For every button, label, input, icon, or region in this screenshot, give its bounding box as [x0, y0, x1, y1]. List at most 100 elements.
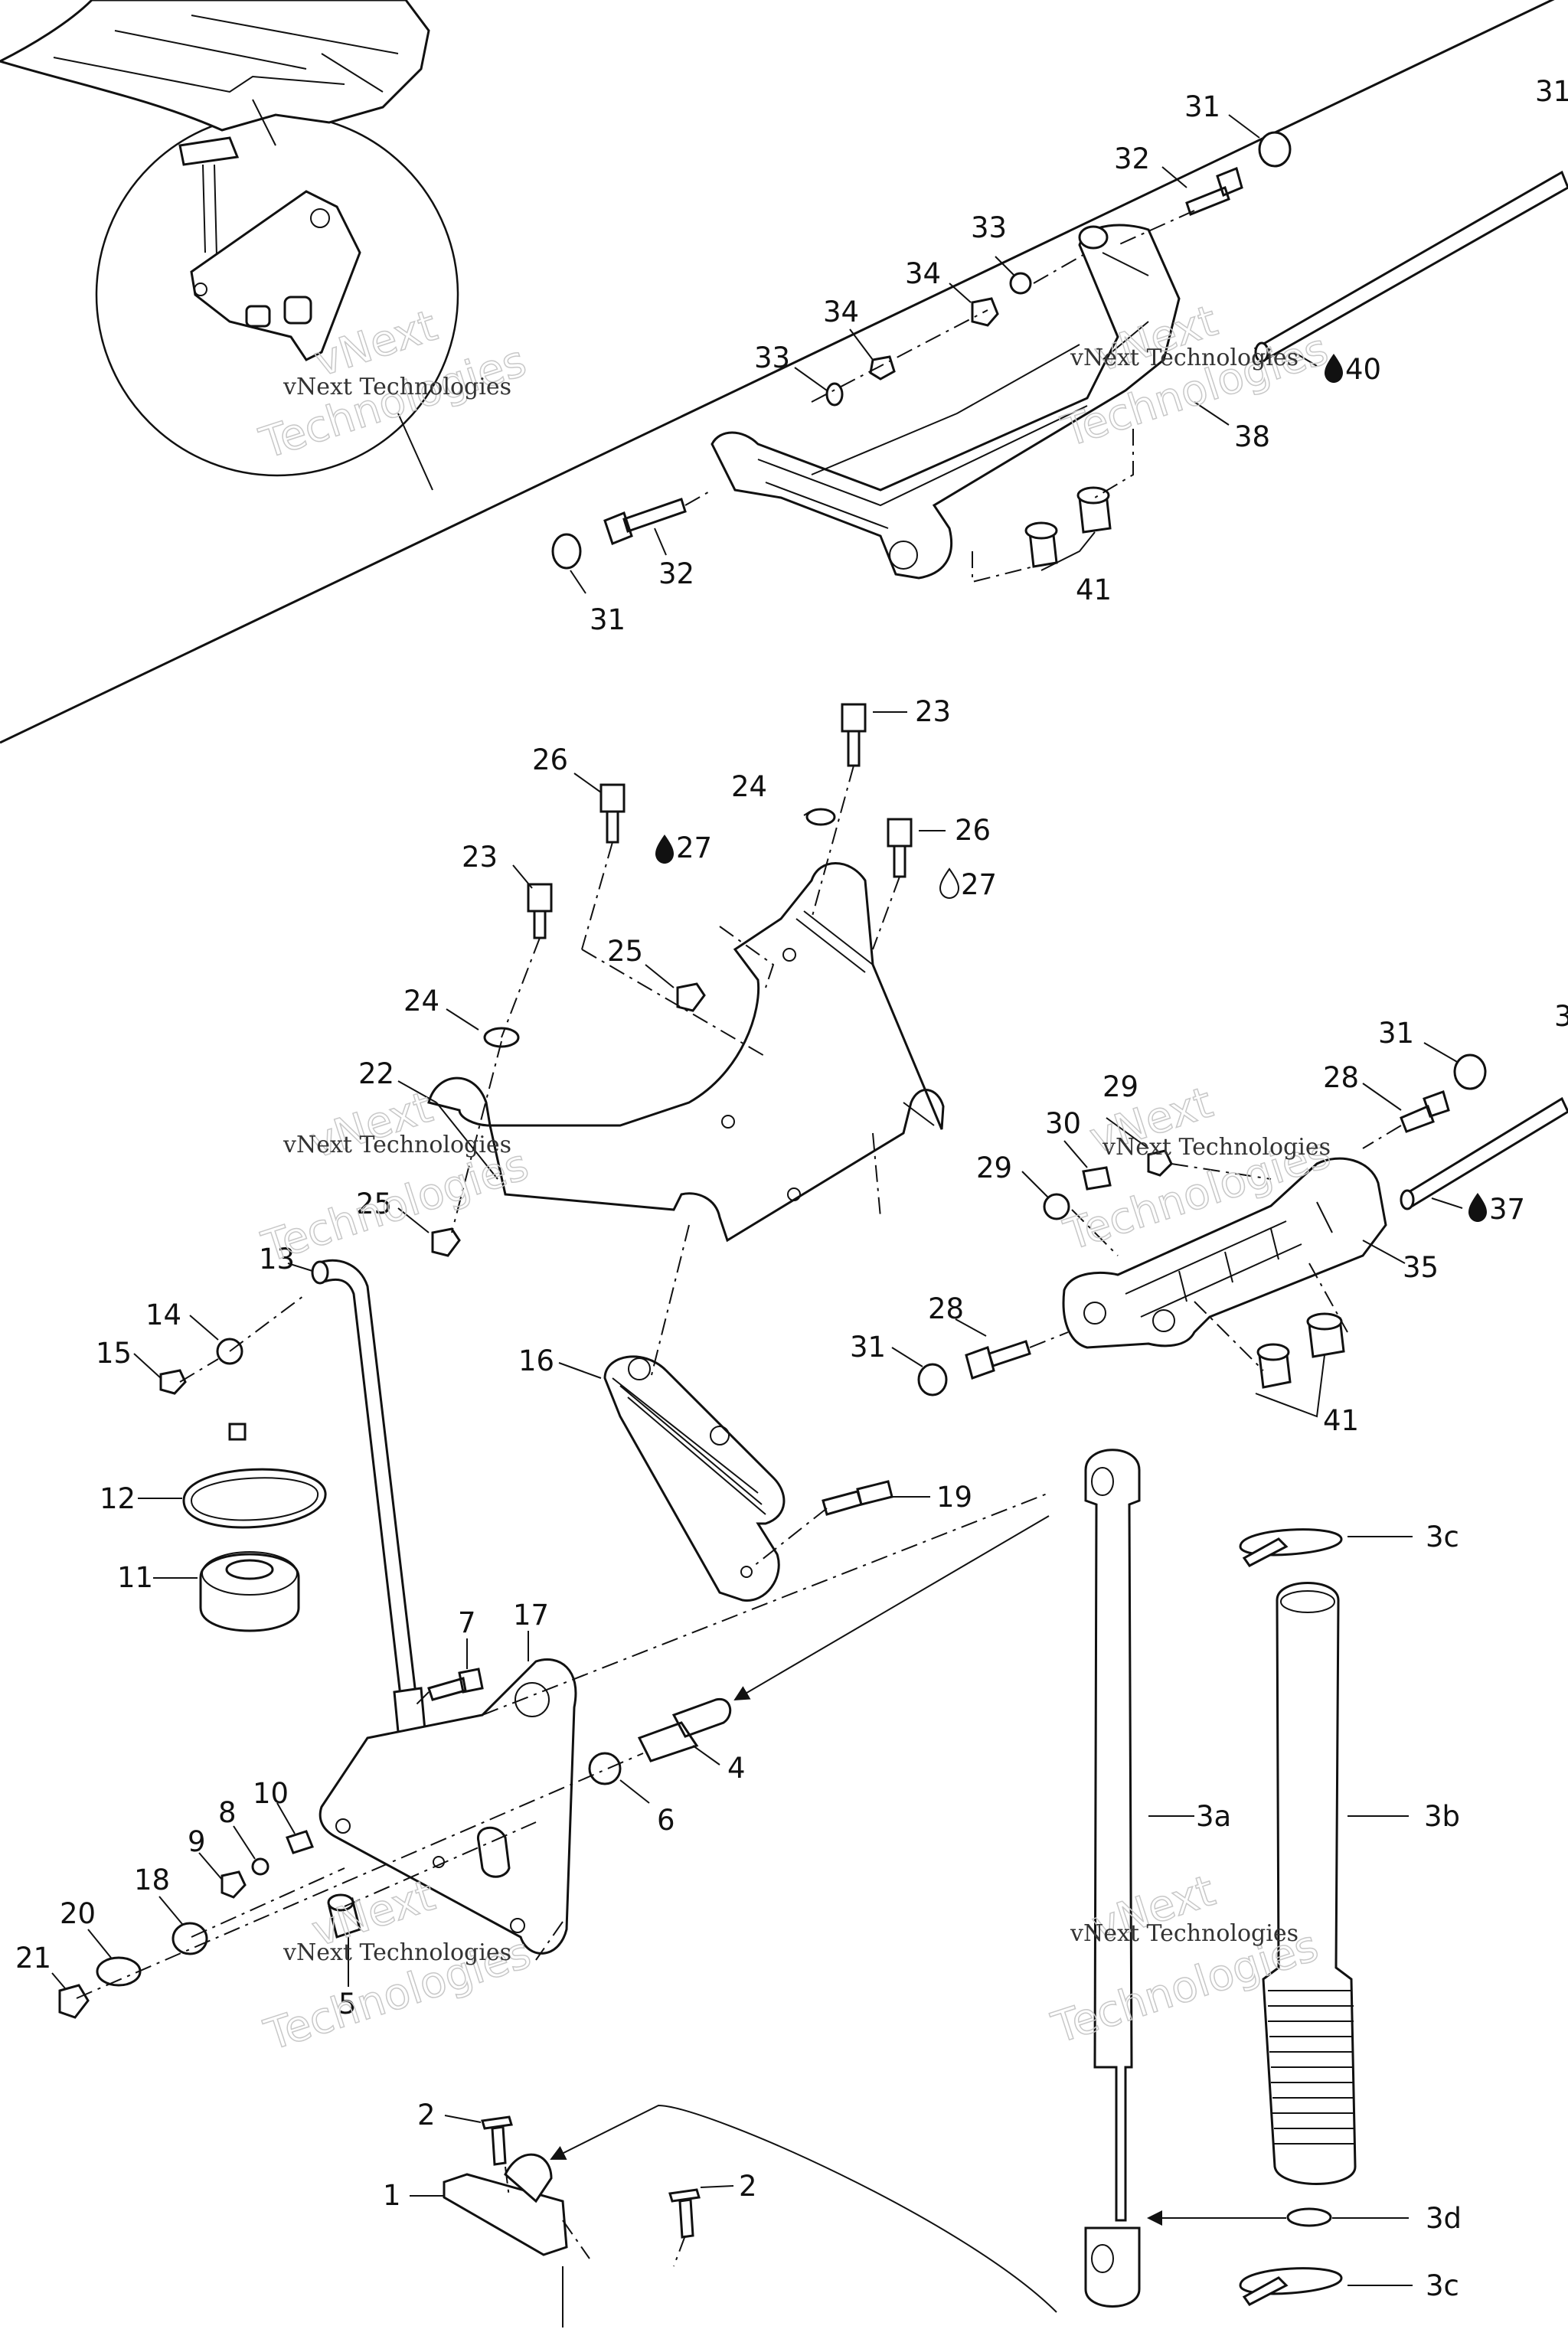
callout-25: 25 — [356, 1187, 392, 1220]
watermark-text: vNext Technologies — [283, 374, 511, 400]
callout-38: 38 — [1234, 420, 1270, 453]
watermark-text: vNext Technologies — [1070, 345, 1298, 371]
callout-34: 34 — [823, 296, 859, 328]
callout-12: 12 — [100, 1482, 136, 1515]
fastener-2-a — [481, 2115, 513, 2166]
bracket-22 — [427, 862, 945, 1243]
callout-9: 9 — [188, 1825, 206, 1858]
section-divider-line — [0, 0, 1555, 744]
callout-3c: 3c — [1426, 2269, 1459, 2302]
callout-31: 31 — [850, 1331, 886, 1364]
drop-outline-icon — [939, 867, 960, 900]
nut-25-top — [676, 982, 706, 1012]
rod-13 — [316, 1259, 419, 1710]
callout-23: 23 — [462, 841, 498, 874]
callout-16: 16 — [518, 1344, 554, 1377]
boot-3b — [1262, 1582, 1357, 2185]
cap-31-top — [1258, 131, 1292, 168]
nut-15 — [159, 1369, 187, 1395]
bolt-28-top — [1400, 1090, 1450, 1133]
callout-26: 26 — [532, 743, 568, 776]
shock-absorber-assembly — [1084, 1449, 1357, 2308]
callout-4: 4 — [727, 1752, 746, 1785]
callout-8: 8 — [218, 1796, 237, 1829]
callout-40: 40 — [1345, 353, 1381, 386]
callout-26: 26 — [955, 814, 991, 847]
lower-linkage-assembly — [58, 1259, 1057, 2328]
callout-41: 41 — [1323, 1404, 1359, 1437]
callout-3c: 3c — [1426, 1521, 1459, 1553]
washer-8 — [251, 1857, 270, 1876]
callout-31: 31 — [1535, 75, 1568, 108]
fastener-2-b — [668, 2188, 701, 2239]
callout-22: 22 — [358, 1057, 394, 1090]
mounting-bracket-assembly — [427, 703, 945, 1602]
drop-icon — [655, 835, 674, 864]
bracket-1 — [443, 2173, 568, 2256]
callout-29: 29 — [1102, 1070, 1138, 1103]
spacer-10 — [286, 1830, 314, 1854]
watermark-text: vNext Technologies — [1102, 1134, 1331, 1161]
bolt-7 — [427, 1668, 484, 1701]
washer-33-mid — [825, 382, 844, 407]
clamp-12 — [182, 1468, 327, 1529]
nut-25-b — [431, 1227, 461, 1257]
bolt-32-bottom — [603, 498, 687, 545]
bolt-23-top — [841, 703, 867, 767]
callout-20: 20 — [60, 1897, 96, 1930]
bolt-26-top — [599, 783, 626, 844]
washer-29-b — [1043, 1193, 1070, 1220]
callout-2: 2 — [417, 2099, 436, 2132]
nut-9 — [220, 1870, 247, 1899]
drop-icon — [1325, 354, 1343, 383]
washer-24-top — [805, 808, 836, 826]
washer-3d — [1286, 2207, 1332, 2227]
drop-icon — [1468, 1193, 1487, 1222]
callout-37: 37 — [1489, 1193, 1525, 1226]
cap-31-bottom — [551, 533, 582, 570]
callout-32: 32 — [658, 557, 694, 590]
callout-3b: 3b — [1424, 1800, 1460, 1833]
callout-32: 32 — [1114, 142, 1150, 175]
callout-33: 33 — [754, 341, 790, 374]
upper-swing-arm-assembly — [551, 131, 1568, 583]
callout-28: 28 — [928, 1292, 964, 1325]
grommet-11 — [199, 1553, 300, 1632]
callout-labels: 31 31 32 33 34 34 33 40 38 41 32 31 23 2… — [15, 75, 1568, 2302]
callout-34: 34 — [905, 257, 941, 290]
nut-29-a — [1147, 1149, 1173, 1177]
callout-3a: 3a — [1196, 1800, 1231, 1833]
washer-6 — [588, 1752, 622, 1785]
callout-1: 1 — [383, 2179, 401, 2212]
callout-35: 35 — [1403, 1251, 1439, 1284]
callout-3d: 3d — [1426, 2202, 1462, 2235]
lower-swing-arm-assembly — [917, 1054, 1568, 1396]
pin-4 — [637, 1697, 732, 1762]
svg-text:Technologies: Technologies — [256, 1140, 534, 1272]
washer-20 — [96, 1956, 142, 1987]
cap-31-mid — [1453, 1054, 1487, 1090]
callout-31: 31 — [1378, 1017, 1414, 1050]
bolt-28-b — [965, 1340, 1031, 1380]
shock-body-3a — [1084, 1449, 1141, 2222]
callout-33: 33 — [971, 211, 1007, 244]
nut-21 — [58, 1984, 90, 2019]
callout-6: 6 — [657, 1804, 675, 1837]
bracket-17 — [318, 1658, 577, 1955]
plate-16 — [603, 1355, 786, 1602]
callout-30: 30 — [1045, 1107, 1081, 1140]
callout-41: 41 — [1076, 573, 1112, 606]
callout-31: 31 — [1184, 90, 1220, 123]
callout-3: 3 — [1554, 1000, 1568, 1033]
bolt-26-b — [887, 818, 913, 878]
callout-24: 24 — [403, 985, 439, 1018]
callout-31: 31 — [590, 603, 626, 636]
callout-leaders — [51, 114, 1463, 2286]
detail-inset — [0, 0, 459, 491]
bolt-19 — [822, 1480, 893, 1516]
callout-5: 5 — [338, 1988, 357, 2020]
upper-swing-arm — [710, 224, 1181, 580]
callout-7: 7 — [458, 1606, 476, 1639]
callout-25: 25 — [607, 935, 643, 968]
